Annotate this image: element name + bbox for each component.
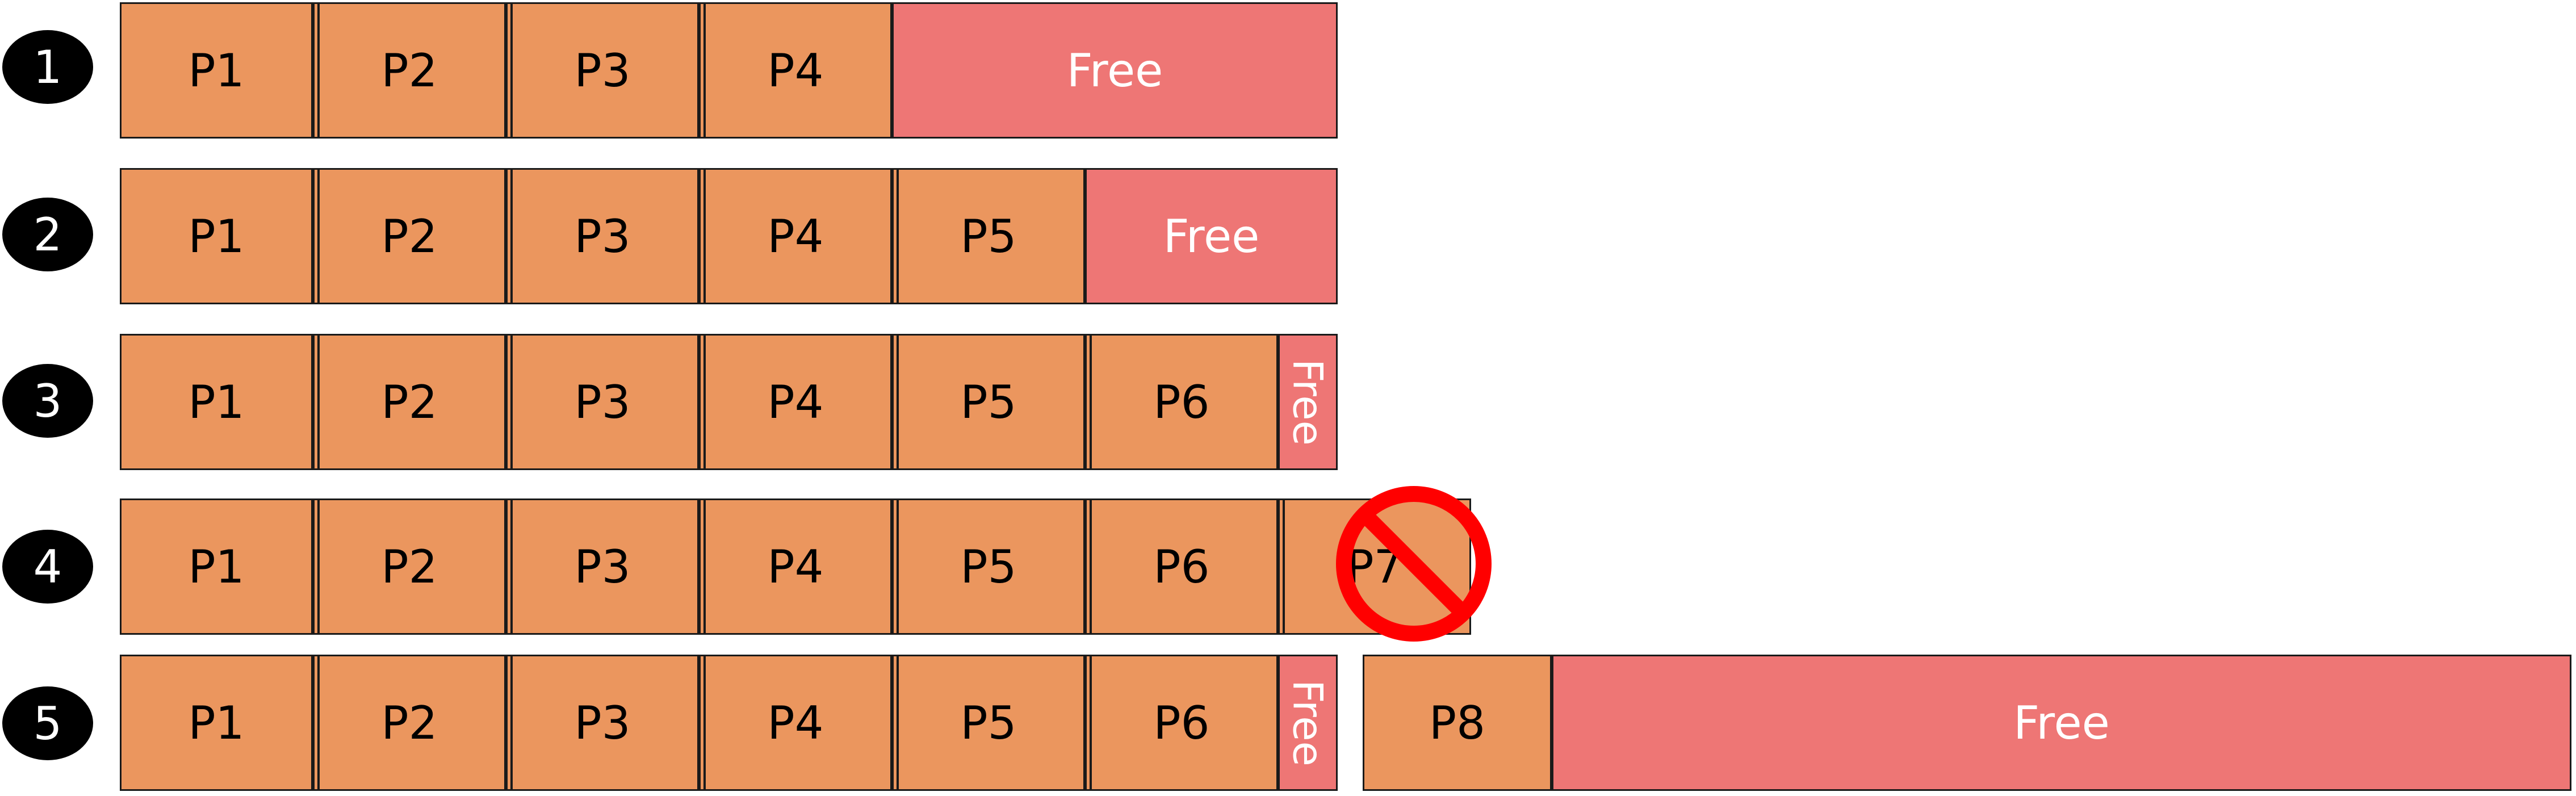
- page-block: P1: [120, 168, 313, 304]
- page-block: P5: [892, 655, 1085, 791]
- step-badge-1: 1: [2, 30, 93, 104]
- page-block: P2: [313, 2, 506, 139]
- page-block: P3: [506, 655, 699, 791]
- page-block: P3: [506, 168, 699, 304]
- page-block: P6: [1085, 498, 1278, 635]
- page-block: P3: [506, 334, 699, 470]
- page-block: P3: [506, 498, 699, 635]
- step-badge-3: 3: [2, 364, 93, 438]
- page-block: P1: [120, 655, 313, 791]
- page-block: P1: [120, 2, 313, 139]
- free-block: Free: [1552, 655, 2571, 791]
- memory-row-5: P1 P2 P3 P4 P5 P6 Free: [120, 655, 1338, 791]
- page-block: P6: [1085, 334, 1278, 470]
- page-block: P4: [699, 655, 892, 791]
- page-block: P1: [120, 498, 313, 635]
- page-block: P4: [699, 334, 892, 470]
- page-block: P2: [313, 498, 506, 635]
- page-block: P2: [313, 334, 506, 470]
- prohibited-icon: [1336, 486, 1492, 642]
- page-block: P1: [120, 334, 313, 470]
- free-block: Free: [1085, 168, 1338, 304]
- page-block: P4: [699, 498, 892, 635]
- page-block: P5: [892, 334, 1085, 470]
- step-badge-5: 5: [2, 686, 93, 760]
- free-block: Free: [1278, 655, 1338, 791]
- page-block: P4: [699, 168, 892, 304]
- page-block: P6: [1085, 655, 1278, 791]
- free-label: Free: [1284, 679, 1332, 766]
- memory-row-2: P1 P2 P3 P4 P5 Free: [120, 168, 1338, 304]
- free-block: Free: [892, 2, 1338, 139]
- memory-row-4: P1 P2 P3 P4 P5 P6 P7: [120, 498, 1471, 635]
- step-badge-2: 2: [2, 198, 93, 271]
- page-block: P2: [313, 168, 506, 304]
- page-block: P8: [1363, 655, 1552, 791]
- page-block: P3: [506, 2, 699, 139]
- step-badge-4: 4: [2, 530, 93, 604]
- page-block: P5: [892, 168, 1085, 304]
- free-block: Free: [1278, 334, 1338, 470]
- page-block: P5: [892, 498, 1085, 635]
- memory-row-3: P1 P2 P3 P4 P5 P6 Free: [120, 334, 1338, 470]
- memory-row-1: P1 P2 P3 P4 Free: [120, 2, 1338, 139]
- page-block: P4: [699, 2, 892, 139]
- memory-row-5-second-region: P8 Free: [1363, 655, 2571, 791]
- free-label: Free: [1284, 358, 1332, 446]
- page-block: P2: [313, 655, 506, 791]
